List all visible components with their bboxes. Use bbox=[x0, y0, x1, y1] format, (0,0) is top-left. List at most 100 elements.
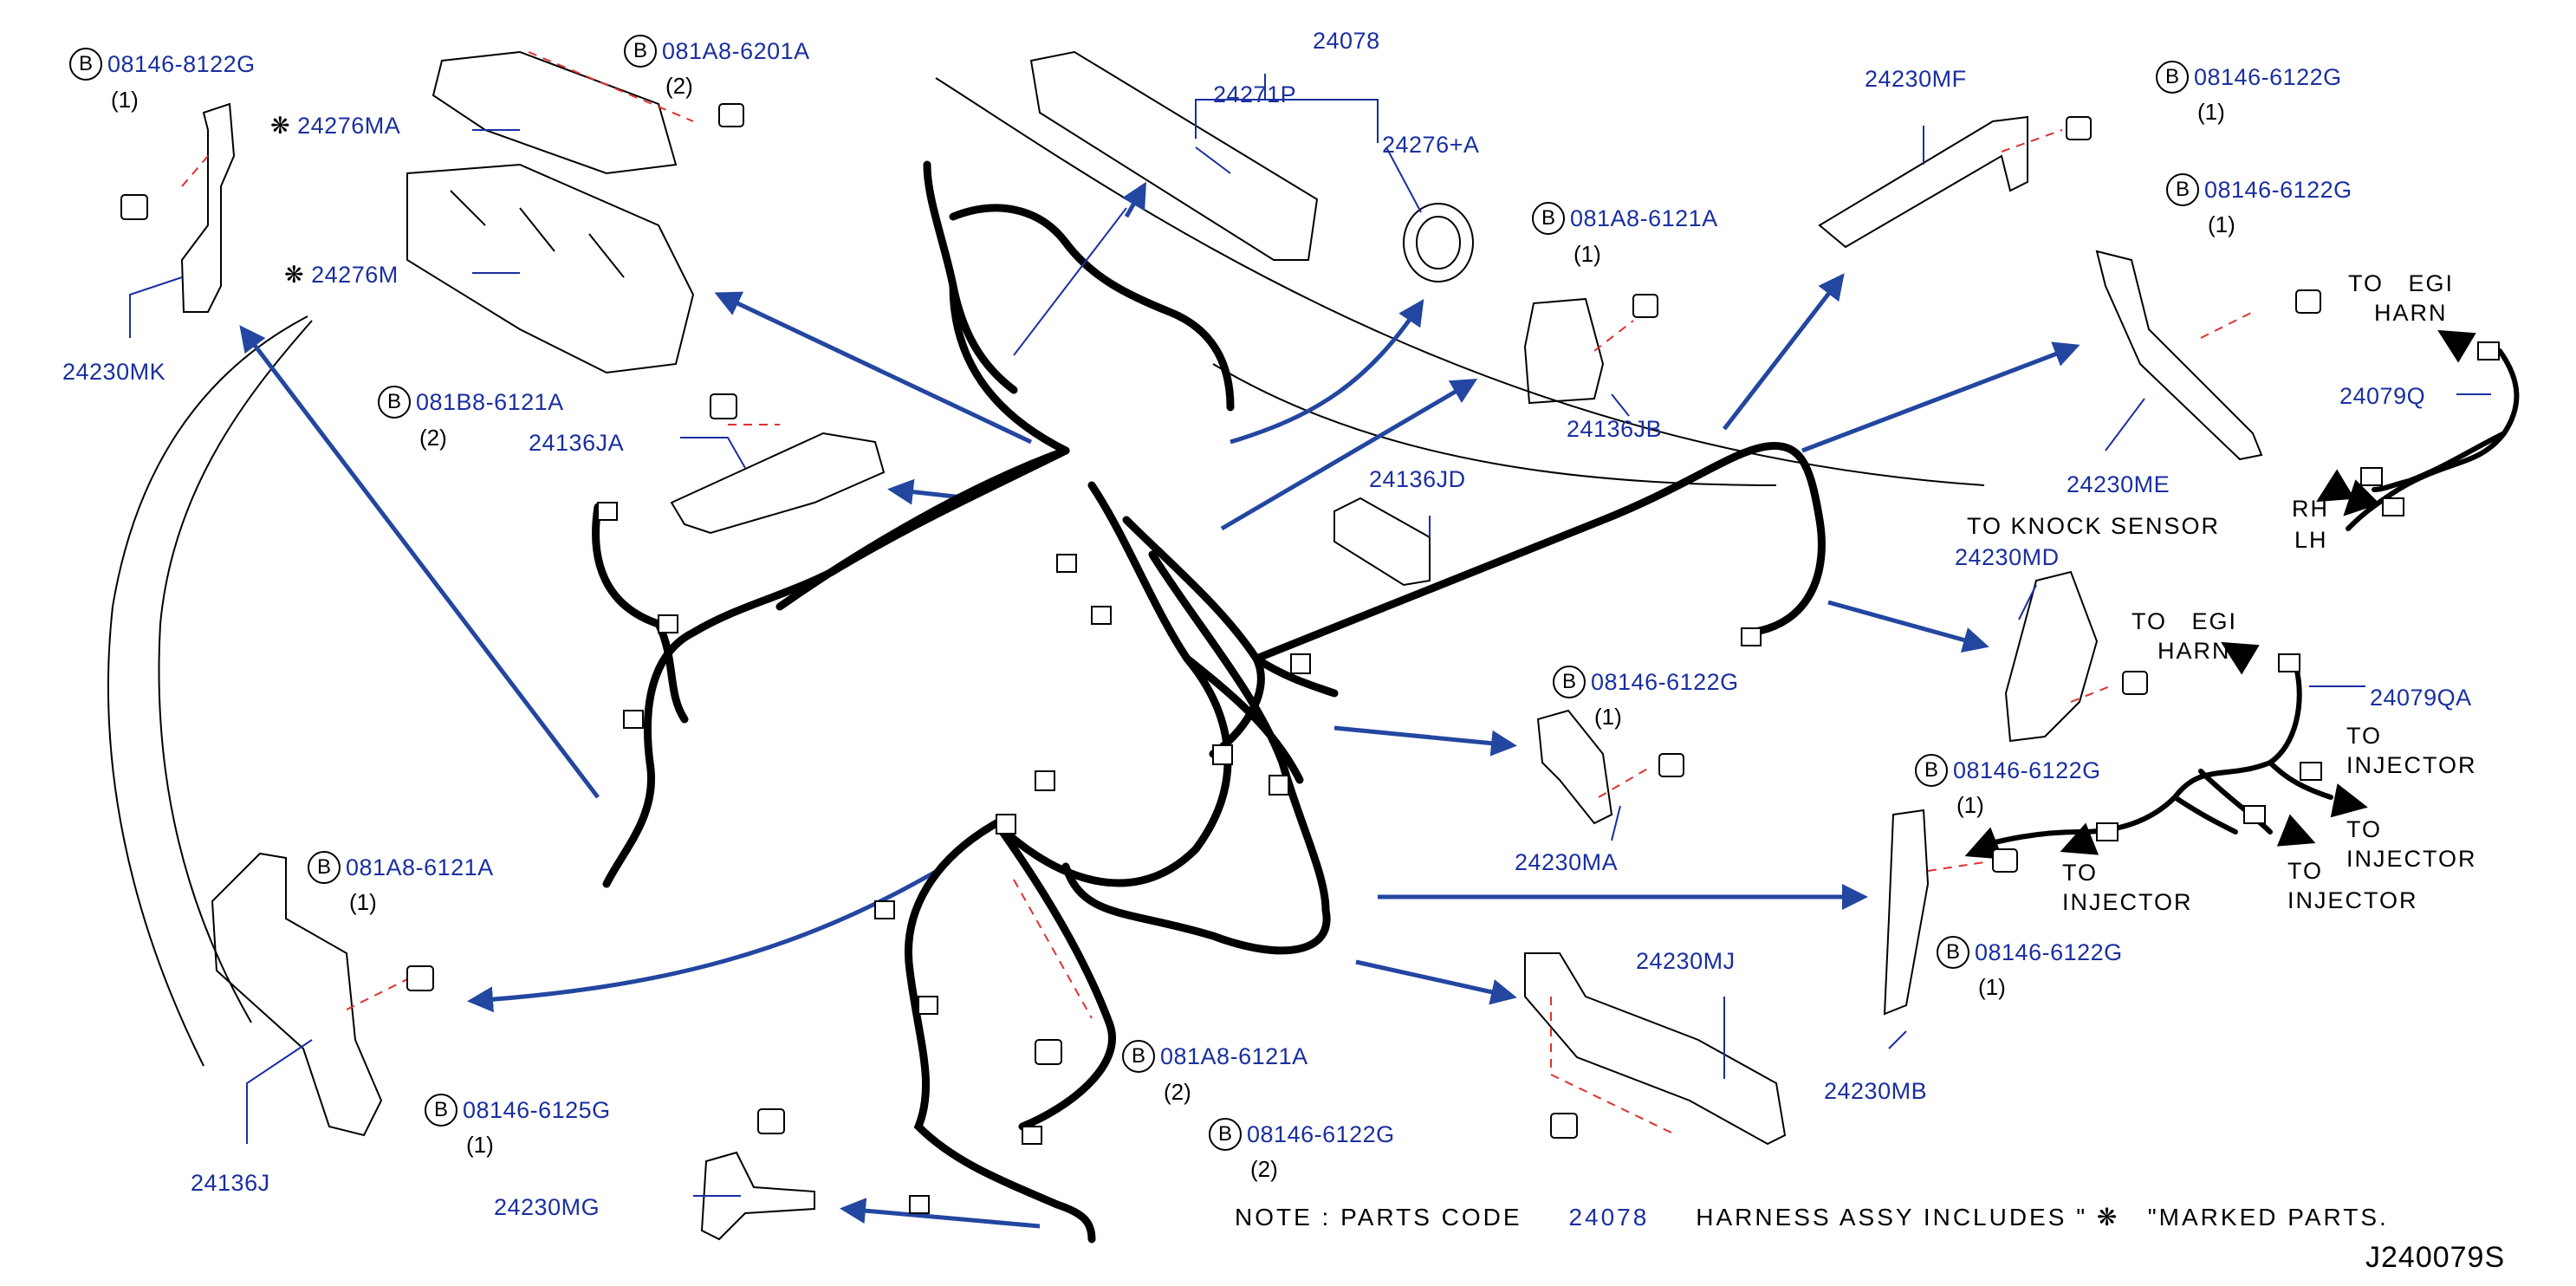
dest-to-injector-3: TO INJECTOR bbox=[2062, 858, 2193, 917]
dest-word: INJECTOR bbox=[2346, 846, 2477, 872]
bolt-marker: B bbox=[624, 35, 657, 68]
dest-word: INJECTOR bbox=[2346, 752, 2477, 778]
bolt-marker: B bbox=[2156, 61, 2189, 94]
bracket-24230mf bbox=[1818, 115, 2028, 249]
dest-to-egi-harn-1: TO EGI HARN bbox=[2348, 269, 2454, 328]
bolt-marker: B bbox=[1209, 1118, 1242, 1151]
bolt-code: 081A8-6121A bbox=[1160, 1042, 1308, 1069]
bolt-qty-4: (1) bbox=[1574, 241, 1601, 267]
part-label-24230mg: 24230MG bbox=[494, 1194, 600, 1220]
marker-symbol: ❋ bbox=[284, 262, 305, 288]
part-label-24276a: 24276+A bbox=[1382, 132, 1480, 158]
note-suffix: "MARKED PARTS. bbox=[2147, 1204, 2389, 1231]
bolt-marker: B bbox=[69, 48, 102, 81]
relay-box-base bbox=[406, 163, 695, 374]
bolt-qty-7: (1) bbox=[1594, 704, 1622, 730]
vehicle-outline bbox=[107, 77, 1985, 1067]
dest-to-injector-4: TO INJECTOR bbox=[2287, 856, 2418, 915]
bolt-qty-9: (1) bbox=[1978, 974, 2006, 1000]
destination-arrows bbox=[1964, 329, 2476, 860]
bolt-callout-11: B 081A8-6121A bbox=[1122, 1040, 1308, 1073]
bolt-callout-3: B 081B8-6121A bbox=[378, 386, 564, 419]
part-label-24136jb: 24136JB bbox=[1567, 416, 1663, 442]
bolt-callout-12: B 08146-6125G bbox=[425, 1094, 611, 1127]
part-label-24230mb: 24230MB bbox=[1824, 1078, 1928, 1104]
parts-artwork bbox=[180, 50, 2263, 1241]
bolt-marker: B bbox=[1937, 936, 1969, 969]
dest-word: TO bbox=[2346, 723, 2383, 749]
bolt-artwork bbox=[120, 103, 2321, 1139]
part-label-24230me: 24230ME bbox=[2067, 471, 2170, 497]
bracket-24230mk bbox=[180, 102, 236, 313]
dest-lh: LH bbox=[2294, 527, 2328, 553]
bolt-marker: B bbox=[1553, 666, 1586, 698]
marker-symbol: ❋ bbox=[270, 113, 291, 139]
bolt-callout-13: B 08146-6122G bbox=[1209, 1118, 1395, 1151]
part-label-24078: 24078 bbox=[1313, 28, 1380, 54]
bracket-24136ja bbox=[670, 432, 886, 535]
part-label-24230md: 24230MD bbox=[1955, 544, 2060, 570]
part-label-24230mj: 24230MJ bbox=[1636, 948, 1736, 974]
dest-word: HARN bbox=[2374, 300, 2448, 326]
note-symbol: ❋ bbox=[2096, 1204, 2120, 1231]
part-label-24079qa: 24079QA bbox=[2370, 685, 2472, 711]
bolt-qty-2: (2) bbox=[665, 73, 693, 99]
bolt-callout-6: B 08146-6122G bbox=[2166, 173, 2352, 206]
bracket-24230me bbox=[2095, 250, 2263, 461]
note-middle: HARNESS ASSY INCLUDES " bbox=[1696, 1204, 2088, 1231]
bolt-marker: B bbox=[425, 1094, 457, 1127]
part-label-24276m: ❋ 24276M bbox=[284, 262, 399, 289]
bolt-code: 081A8-6201A bbox=[662, 37, 810, 64]
dest-to-knock-sensor: TO KNOCK SENSOR bbox=[1967, 513, 2221, 539]
bolt-code: 081A8-6121A bbox=[1570, 205, 1718, 231]
bolt-callout-5: B 08146-6122G bbox=[2156, 61, 2342, 94]
bolt-code: 08146-6122G bbox=[2194, 63, 2342, 90]
guide-lines bbox=[181, 51, 2254, 1136]
bolt-callout-2: B 081A8-6201A bbox=[624, 35, 810, 68]
part-label-24136ja: 24136JA bbox=[529, 430, 625, 456]
part-label-text: 24276M bbox=[311, 262, 399, 288]
bolt-code: 08146-6122G bbox=[2204, 176, 2352, 203]
part-label-24276ma: ❋ 24276MA bbox=[270, 113, 400, 140]
note-prefix: NOTE : PARTS CODE bbox=[1235, 1204, 1522, 1231]
bolt-code: 08146-6122G bbox=[1975, 939, 2123, 965]
bolt-qty-1: (1) bbox=[111, 87, 139, 113]
dest-word: TO bbox=[2287, 858, 2324, 884]
dest-word: INJECTOR bbox=[2287, 887, 2418, 913]
connectors bbox=[597, 341, 2500, 1214]
note-code: 24078 bbox=[1568, 1204, 1650, 1231]
dest-word: EGI bbox=[2191, 608, 2238, 634]
bolt-callout-4: B 081A8-6121A bbox=[1532, 202, 1718, 235]
bolt-marker: B bbox=[308, 851, 341, 884]
bolt-code: 081A8-6121A bbox=[346, 854, 494, 880]
diagram-id: J240079S bbox=[2365, 1241, 2506, 1274]
part-label-24136jd: 24136JD bbox=[1369, 466, 1466, 492]
part-label-text: 24276MA bbox=[297, 113, 401, 139]
bracket-24230md bbox=[2004, 570, 2099, 743]
fuse-box-24271p bbox=[1029, 50, 1319, 261]
relay-box-cover bbox=[431, 50, 678, 175]
dest-rh: RH bbox=[2292, 496, 2329, 522]
dest-word: EGI bbox=[2408, 270, 2455, 296]
dest-word: TO bbox=[2346, 816, 2383, 842]
bolt-code: 08146-6125G bbox=[463, 1096, 611, 1123]
bolt-code: 08146-6122G bbox=[1247, 1120, 1395, 1147]
bolt-callout-1: B 08146-8122G bbox=[69, 48, 256, 81]
leader-lines bbox=[129, 74, 2491, 1197]
part-label-24230ma: 24230MA bbox=[1515, 849, 1619, 875]
part-label-24271p: 24271P bbox=[1213, 81, 1297, 107]
bolt-code: 081B8-6121A bbox=[416, 388, 564, 415]
dest-word: INJECTOR bbox=[2062, 889, 2193, 915]
part-label-24079q: 24079Q bbox=[2339, 383, 2426, 409]
bolt-qty-8: (1) bbox=[1956, 792, 1984, 818]
bolt-qty-6: (1) bbox=[2208, 211, 2235, 237]
part-label-24230mk: 24230MK bbox=[62, 359, 166, 385]
dest-word: TO bbox=[2062, 860, 2099, 886]
bolt-code: 08146-6122G bbox=[1591, 668, 1739, 695]
dest-word: HARN bbox=[2157, 638, 2231, 664]
bolt-marker: B bbox=[378, 386, 411, 419]
bracket-24230ma bbox=[1536, 709, 1613, 825]
bracket-24136j bbox=[211, 852, 383, 1137]
dest-word: TO bbox=[2348, 270, 2385, 296]
